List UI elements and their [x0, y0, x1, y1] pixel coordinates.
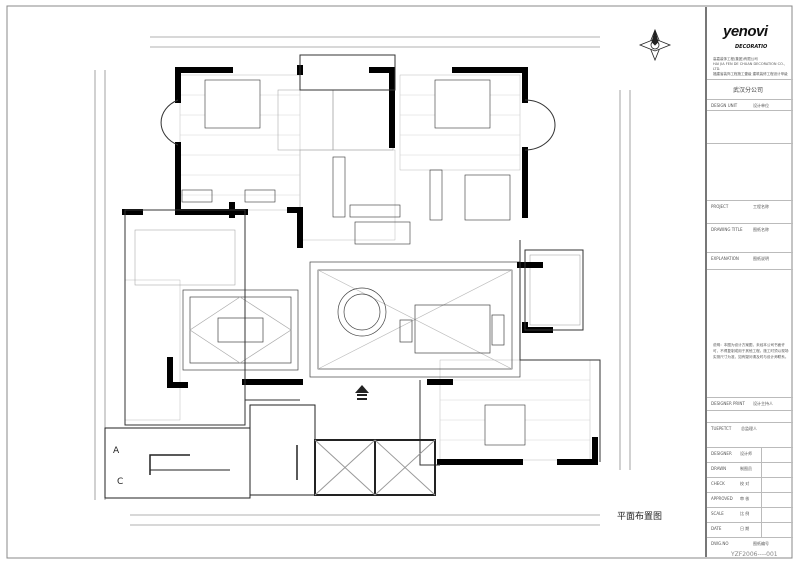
row-designer: DESIGNER 设计师	[707, 447, 793, 456]
row-approved: APPROVED 审 核	[707, 492, 793, 501]
drawing-title: 平面布置图	[617, 512, 663, 522]
row-value: 图纸说明	[753, 256, 769, 261]
row-label: DESIGN UNIT	[711, 103, 738, 108]
row-value: 比 例	[740, 511, 750, 516]
outline-walls	[124, 54, 601, 466]
row-dwg-no: DWG.NO 图纸编号	[707, 537, 793, 546]
row-date: DATE 日 期	[707, 522, 793, 531]
row-value: 设计单位	[753, 103, 769, 108]
row-drawing-title: DRAWING TITLE 图纸名称	[707, 223, 793, 232]
row-designer-print: DESIGNER PRINT 设计主持人	[707, 397, 793, 406]
company-line: 福建省装饰工程施工壹级 建筑装修工程设计甲级	[713, 72, 788, 76]
row-value: 总监理人	[741, 426, 757, 431]
dimension-lines	[94, 36, 631, 526]
row-value: 图纸编号	[753, 541, 769, 546]
divider	[707, 79, 793, 81]
row-value: 设计主持人	[753, 401, 773, 406]
row-scale: SCALE 比 例	[707, 507, 793, 516]
divider	[761, 447, 762, 537]
stair-core	[104, 404, 436, 499]
row-value: 设计师	[740, 451, 752, 456]
row-value: 审 核	[740, 496, 750, 501]
notes: 说明：本图为设计方案图，未经本公司书面许可，不得复制或用于其他工程。施工时须以现…	[713, 343, 789, 359]
row-label: PROJECT	[711, 204, 729, 209]
stair-label-c: C	[117, 477, 124, 487]
dining-room	[182, 289, 299, 371]
row-label: DATE	[711, 526, 722, 531]
row-label: DRAWN	[711, 466, 727, 471]
company-line: 高嘉装饰工程(集团)有限公司	[713, 57, 758, 61]
compass-icon	[638, 28, 672, 62]
company-logo: yenovi	[723, 23, 768, 40]
row-label: SCALE	[711, 511, 724, 516]
row-project: PROJECT 工程名称	[707, 200, 793, 209]
row-label: CHECK	[711, 481, 725, 486]
divider	[707, 269, 793, 270]
company-logo-sub: DECORATIO	[735, 44, 768, 50]
row-label: EXPLANATION	[711, 256, 739, 261]
row-label: DWG.NO	[711, 541, 729, 546]
row-value: 校 对	[740, 481, 750, 486]
row-value: 工程名称	[753, 204, 769, 209]
company-line: HAI JIA FEN DE CHUAN DECORATION CO., LTD…	[713, 62, 785, 71]
row-label: DRAWING TITLE	[711, 227, 743, 232]
row-label: APPROVED	[711, 496, 733, 501]
row-design-unit: DESIGN UNIT 设计单位	[707, 99, 793, 108]
row-value: 制图员	[740, 466, 752, 471]
row-value: 图纸名称	[753, 227, 769, 232]
living-room	[309, 261, 521, 378]
row-supervisor: TUEPETCT 总监理人	[707, 422, 793, 431]
wardrobes	[181, 156, 443, 245]
row-label: TUEPETCT	[711, 426, 732, 431]
drawing-number: YZF2006----001	[731, 551, 778, 558]
row-drawn: DRAWN 制图员	[707, 462, 793, 471]
company-info: 高嘉装饰工程(集团)有限公司 HAI JIA FEN DE CHUAN DECO…	[713, 57, 793, 77]
title-block: yenovi DECORATIO 高嘉装饰工程(集团)有限公司 HAI JIA …	[705, 7, 793, 558]
beds	[204, 79, 526, 446]
row-explanation: EXPLANATION 图纸说明	[707, 252, 793, 261]
row-value: 日 期	[740, 526, 750, 531]
divider	[707, 143, 793, 144]
row-label: DESIGNER PRINT	[711, 401, 745, 406]
branch-name: 武汉分公司	[733, 87, 764, 94]
divider	[707, 410, 793, 411]
entrance-arrow-icon	[355, 385, 369, 400]
stair-label-a: A	[113, 446, 120, 456]
sheet-border	[6, 5, 793, 559]
row-check: CHECK 校 对	[707, 477, 793, 486]
divider	[707, 110, 793, 111]
row-label: DESIGNER	[711, 451, 732, 456]
